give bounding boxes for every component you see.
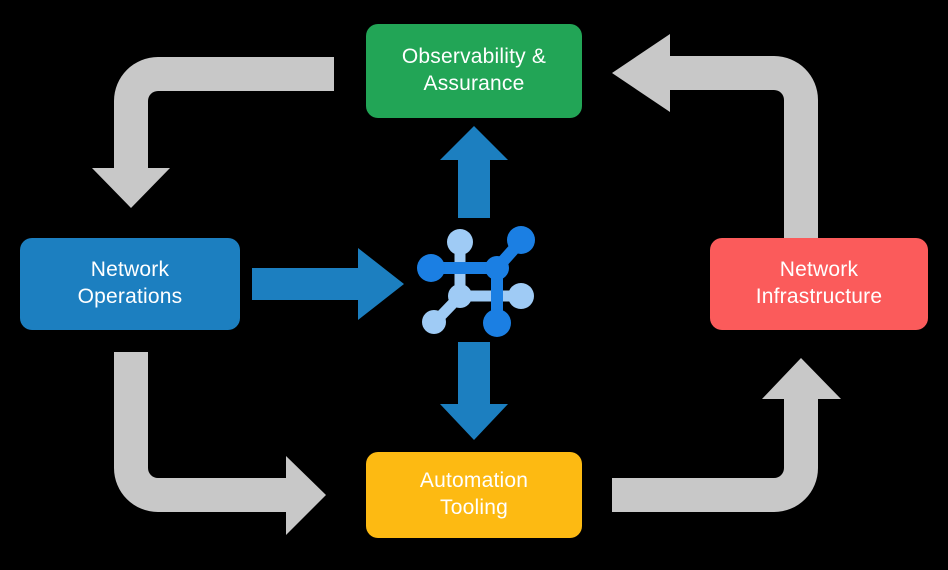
node-label-observability: Observability & Assurance [401, 45, 547, 95]
network-topology-icon [417, 226, 535, 337]
connector-ops-to-center [252, 248, 404, 320]
node-automation-tooling[interactable]: Automation Tooling [366, 452, 582, 538]
node-label-network-infrastructure: Network Infrastructure [755, 258, 883, 308]
connector-observability-to-ops [92, 57, 334, 208]
connector-center-to-automation [440, 342, 508, 440]
node-network-infrastructure[interactable]: Network Infrastructure [710, 238, 928, 330]
connector-ops-to-automation [114, 352, 326, 535]
node-label-automation-tooling: Automation Tooling [419, 469, 529, 519]
node-observability-assurance[interactable]: Observability & Assurance [366, 24, 582, 118]
connector-infrastructure-to-observability [612, 34, 818, 238]
node-network-operations[interactable]: Network Operations [20, 238, 240, 330]
node-label-network-operations: Network Operations [77, 258, 183, 308]
connector-center-to-observability [440, 126, 508, 218]
connector-automation-to-infrastructure [612, 358, 841, 512]
